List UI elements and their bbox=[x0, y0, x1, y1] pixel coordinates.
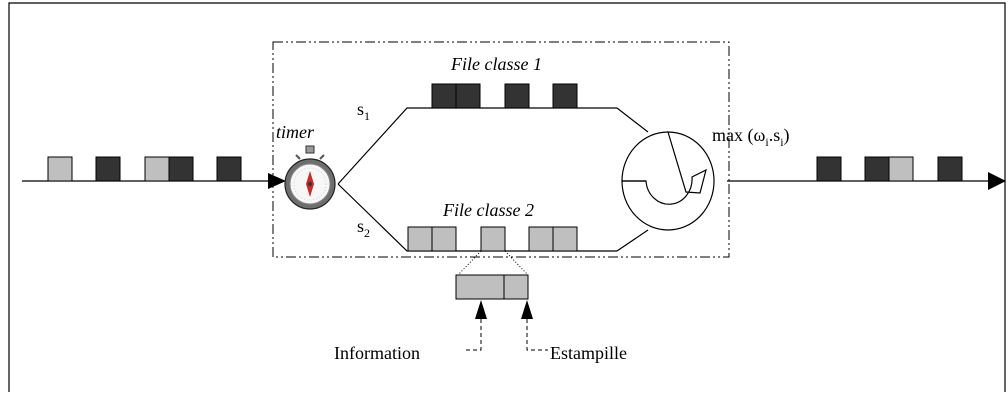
label-s1: s1 bbox=[357, 99, 370, 123]
packet-light bbox=[407, 226, 433, 252]
estampille-pointer bbox=[521, 300, 548, 351]
stopwatch-icon bbox=[284, 145, 336, 210]
label-estampille: Estampille bbox=[550, 343, 627, 363]
packet-dark bbox=[504, 83, 530, 109]
packet-light bbox=[888, 156, 914, 182]
packet-light bbox=[528, 226, 554, 252]
packet-dark bbox=[552, 83, 578, 109]
packet-dark bbox=[937, 156, 963, 182]
packet-dark bbox=[455, 83, 481, 109]
zoom-guide-right bbox=[504, 250, 529, 276]
packet-dark bbox=[864, 156, 890, 182]
packet-light bbox=[480, 226, 506, 252]
packet-light bbox=[431, 226, 457, 252]
queue-class-1-packets bbox=[431, 83, 578, 109]
packet-light bbox=[144, 156, 170, 182]
input-packets bbox=[47, 156, 242, 182]
packet-dark bbox=[431, 83, 457, 109]
packet-dark bbox=[95, 156, 121, 182]
merge-line-class-1 bbox=[616, 107, 649, 133]
packet-light bbox=[47, 156, 73, 182]
branch-line-class-1 bbox=[337, 107, 617, 185]
zoomed-packet bbox=[455, 274, 529, 300]
label-file-classe-1: File classe 1 bbox=[450, 54, 542, 74]
output-arrowhead bbox=[988, 172, 1006, 190]
information-pointer bbox=[463, 300, 487, 351]
label-s2: s2 bbox=[357, 216, 370, 240]
label-timer: timer bbox=[276, 122, 315, 142]
outer-frame bbox=[8, 2, 1006, 392]
packet-timestamp-field bbox=[503, 274, 529, 300]
packet-information-field bbox=[455, 274, 505, 300]
merge-line-class-2 bbox=[616, 229, 649, 252]
queue-class-2-packets bbox=[407, 226, 578, 252]
input-arrowhead bbox=[268, 173, 286, 189]
label-file-classe-2: File classe 2 bbox=[442, 200, 534, 220]
packet-light bbox=[552, 226, 578, 252]
output-packets bbox=[816, 156, 963, 182]
label-max-weight: max (ωi.si) bbox=[712, 125, 790, 149]
label-information: Information bbox=[334, 343, 420, 363]
zoom-guide-left bbox=[457, 250, 482, 276]
packet-dark bbox=[216, 156, 242, 182]
queue-system-box bbox=[272, 41, 730, 258]
packet-dark bbox=[168, 156, 194, 182]
packet-dark bbox=[816, 156, 842, 182]
round-robin-scheduler-icon bbox=[621, 131, 715, 231]
